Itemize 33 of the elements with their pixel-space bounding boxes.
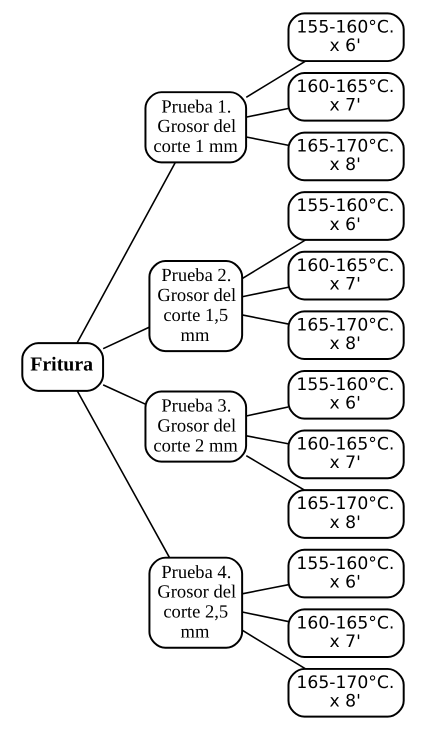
node-box: 155-160°C. x 6' — [288, 12, 405, 62]
node-box: 160-165°C. x 7' — [288, 608, 405, 658]
node-box: 165-170°C. x 8' — [288, 310, 405, 360]
connector — [102, 326, 150, 350]
connector — [242, 239, 306, 280]
node-box: Prueba 1. Grosor del corte 1 mm — [144, 91, 248, 164]
connector — [242, 584, 289, 595]
node-box: 155-160°C. x 6' — [288, 548, 405, 598]
connector — [76, 390, 170, 558]
connector — [242, 630, 306, 670]
node-box: 160-165°C. x 7' — [288, 250, 405, 300]
node-box: 160-165°C. x 7' — [288, 72, 405, 122]
node-box: Prueba 2. Grosor del corte 1,5 mm — [148, 260, 244, 352]
connector — [246, 435, 288, 445]
connector — [246, 406, 288, 417]
node-box: Prueba 3. Grosor del corte 2 mm — [144, 390, 248, 463]
connector — [242, 611, 289, 622]
connector — [246, 60, 306, 98]
connector — [246, 108, 288, 118]
node-box: 155-160°C. x 6' — [288, 191, 405, 241]
connector — [246, 455, 305, 491]
node-box: 155-160°C. x 6' — [288, 370, 405, 420]
connector — [242, 314, 289, 325]
node-box: 165-170°C. x 8' — [288, 489, 405, 539]
node-box: 165-170°C. x 8' — [288, 668, 405, 718]
node-box: Fritura — [21, 342, 104, 392]
node-box: Prueba 4. Grosor del corte 2,5 mm — [148, 556, 244, 649]
connector — [102, 384, 146, 405]
connector — [242, 286, 289, 298]
connector — [246, 136, 288, 146]
node-box: 165-170°C. x 8' — [288, 132, 405, 182]
node-box: 160-165°C. x 7' — [288, 430, 405, 480]
connector — [76, 162, 176, 344]
